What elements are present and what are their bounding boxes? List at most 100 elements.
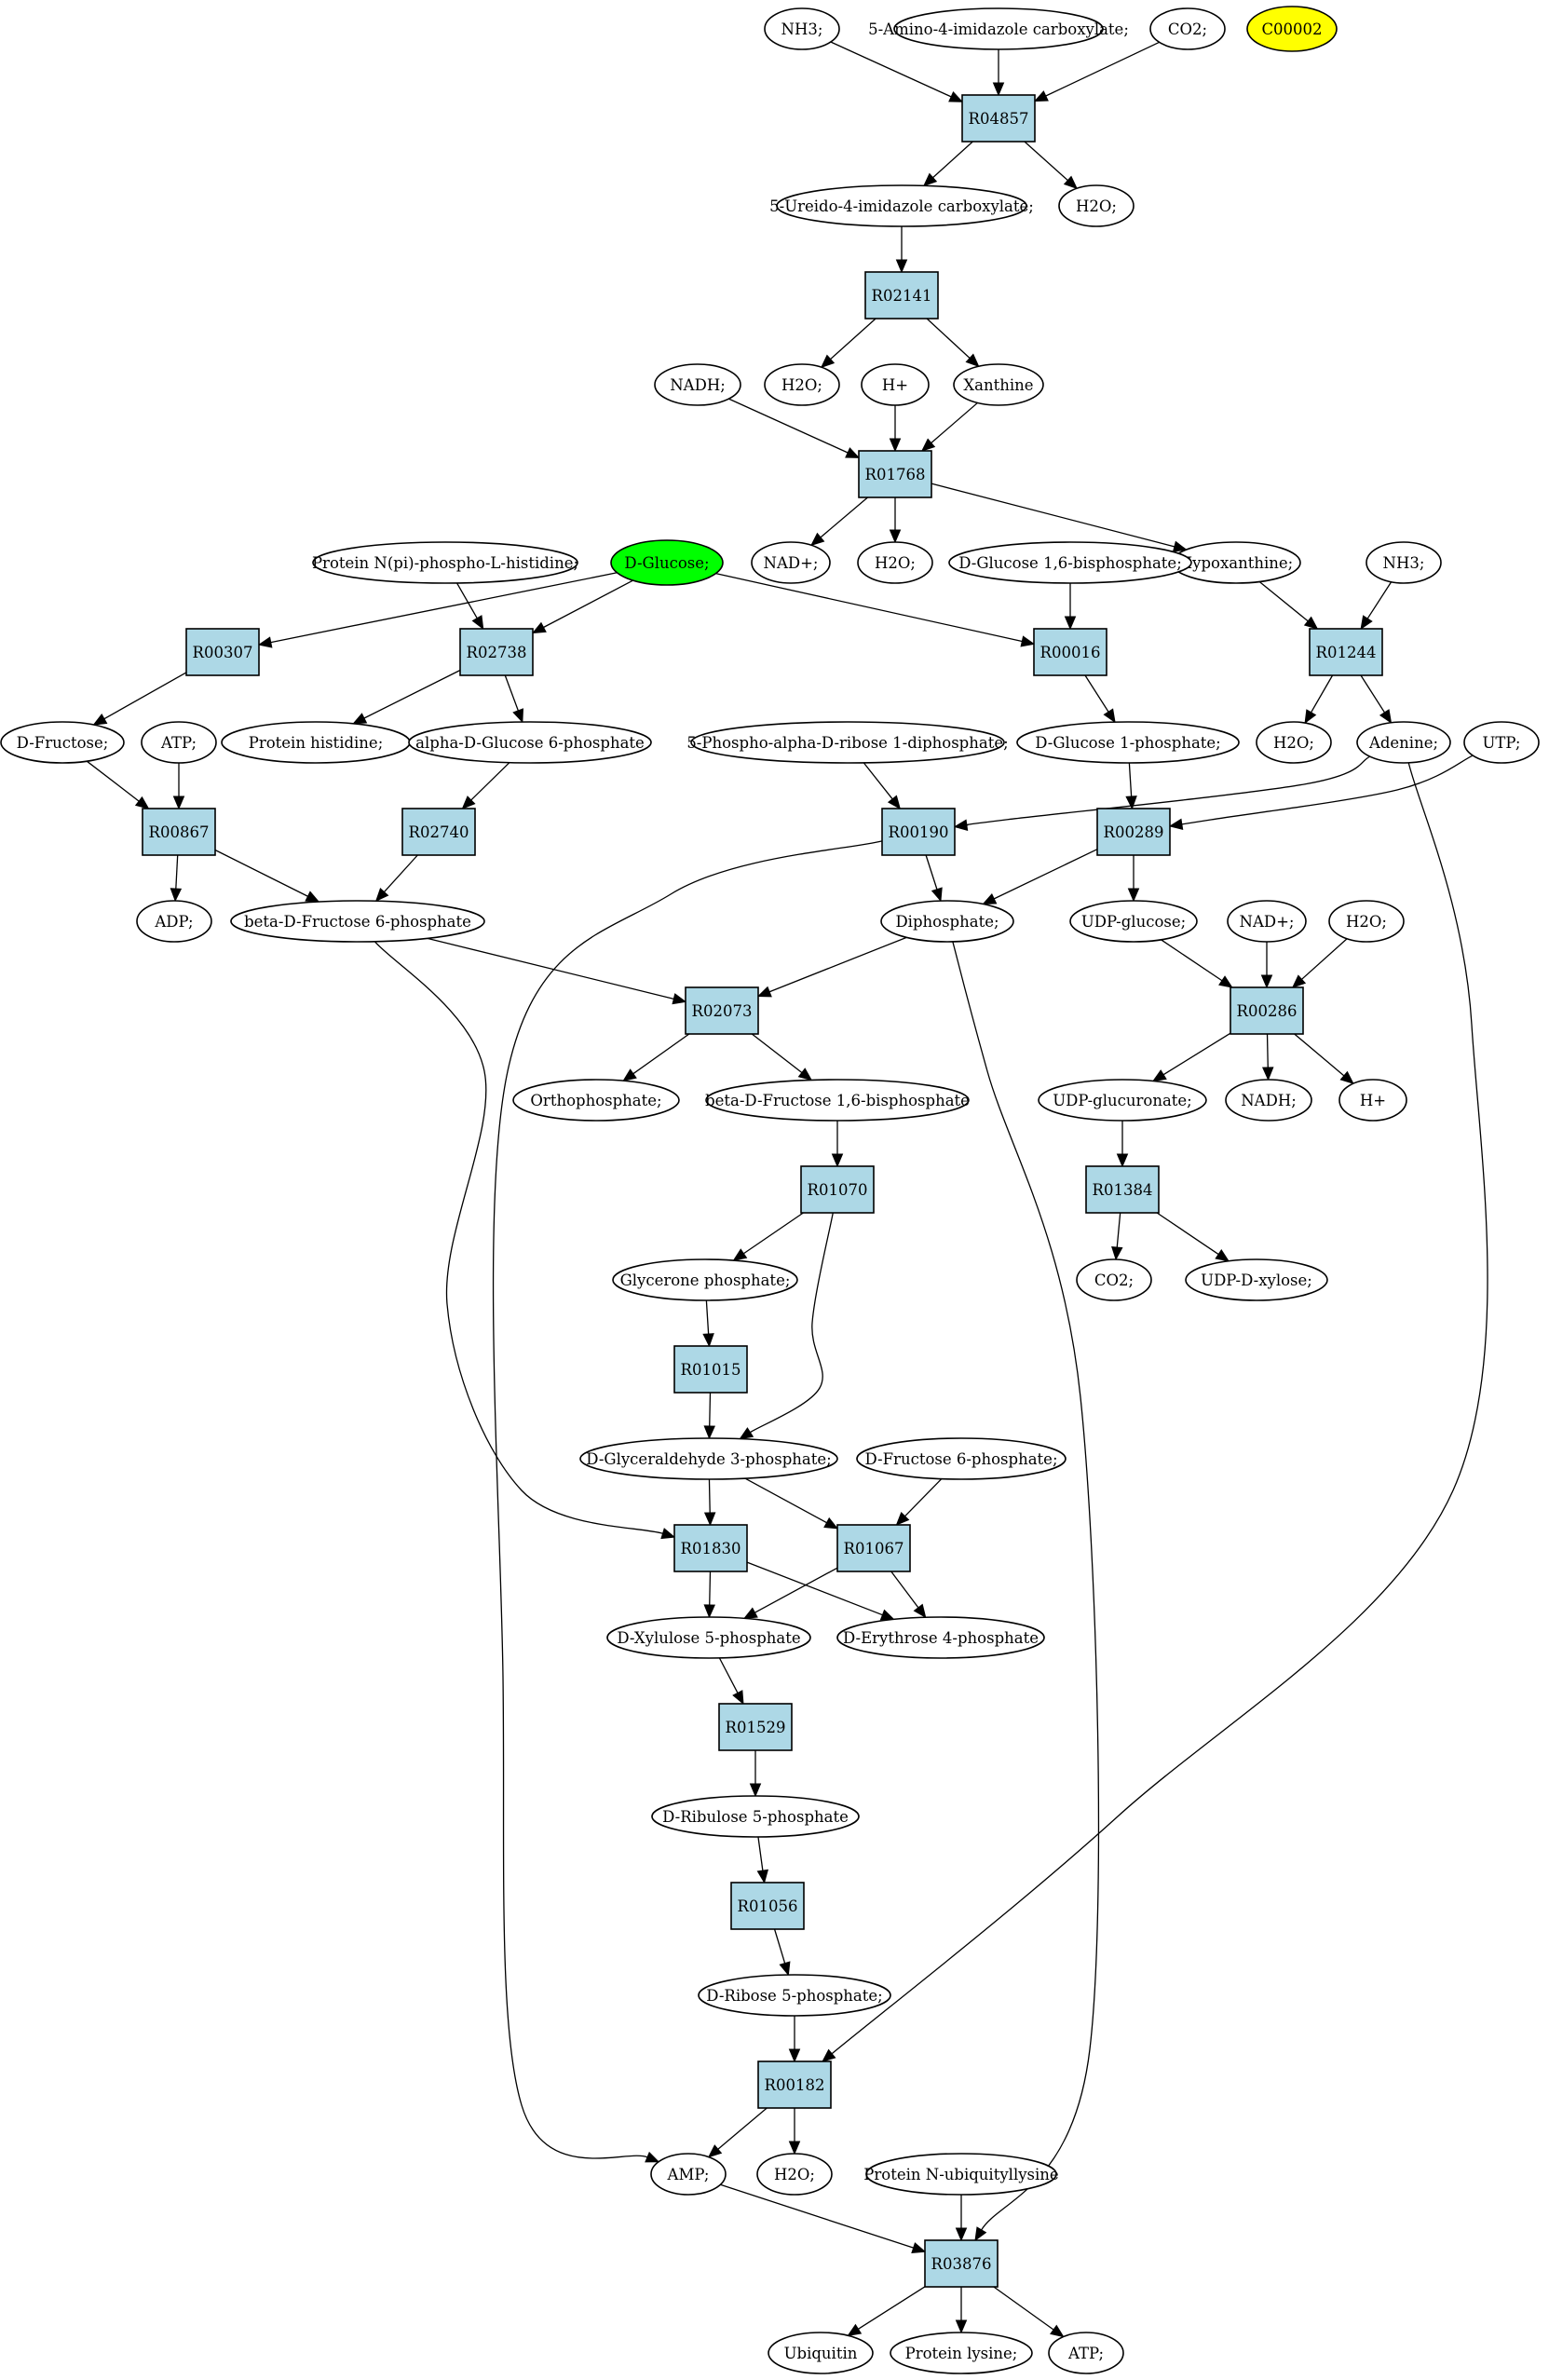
- reaction-node-r01384[interactable]: R01384: [1085, 1165, 1160, 1214]
- compound-node-c-nh3-b[interactable]: NH3;: [1366, 541, 1442, 584]
- compound-node-c-bdf16bp[interactable]: beta-D-Fructose 1,6-bisphosphate: [705, 1079, 970, 1122]
- compound-node-c-diphosphate[interactable]: Diphosphate;: [880, 900, 1014, 943]
- edge-line: [1156, 1212, 1219, 1256]
- compound-node-c-adg6p[interactable]: alpha-D-Glucose 6-phosphate: [408, 721, 652, 764]
- reaction-node-r01529[interactable]: R01529: [718, 1703, 793, 1751]
- compound-node-c-dfructose[interactable]: D-Fructose;: [0, 721, 125, 764]
- compound-node-c-protein-ubq[interactable]: Protein N-ubiquityllysine: [863, 2153, 1059, 2196]
- compound-ellipse: [1058, 184, 1135, 227]
- node-label: D-Erythrose 4-phosphate: [843, 1629, 1039, 1647]
- reaction-node-r01830[interactable]: R01830: [673, 1524, 748, 1572]
- edge-c_xanthine-to-r01768: [920, 401, 978, 452]
- reaction-node-r01015[interactable]: R01015: [673, 1345, 748, 1394]
- compound-node-c-erythrose[interactable]: D-Erythrose 4-phosphate: [836, 1616, 1045, 1659]
- node-label: beta-D-Fructose 6-phosphate: [244, 913, 471, 931]
- reaction-node-r01070[interactable]: R01070: [800, 1165, 875, 1214]
- reaction-node-r00016[interactable]: R00016: [1033, 628, 1107, 676]
- compound-node-c-ureido[interactable]: 5-Ureido-4-imidazole carboxylate;: [769, 184, 1034, 227]
- compound-node-c-glycerone[interactable]: Glycerone phosphate;: [612, 1258, 798, 1301]
- compound-node-c-nadplus-a[interactable]: NAD+;: [751, 541, 831, 584]
- edge-r00289-to-c_diphosphate: [982, 849, 1098, 905]
- compound-node-c-hplus-a[interactable]: H+: [861, 363, 930, 406]
- edge-c_dg1p-to-r00289: [1125, 762, 1137, 810]
- edge-line: [720, 2183, 914, 2249]
- compound-node-c-co2-b[interactable]: CO2;: [1076, 1258, 1152, 1301]
- compound-node-c-h2o-a[interactable]: H2O;: [1058, 184, 1135, 227]
- compound-node-c-hplus-b[interactable]: H+: [1338, 1079, 1407, 1122]
- edge-line: [504, 674, 519, 712]
- edge-line: [830, 41, 952, 98]
- compound-node-c-nadh-a[interactable]: NADH;: [654, 363, 741, 406]
- compound-node-c-udpglucuronate[interactable]: UDP-glucuronate;: [1038, 1079, 1207, 1122]
- compound-node-c-utp[interactable]: UTP;: [1463, 721, 1540, 764]
- reaction-node-r00867[interactable]: R00867: [142, 808, 216, 856]
- arrowhead-icon: [831, 1153, 844, 1168]
- compound-node-c-ribulose[interactable]: D-Ribulose 5-phosphate: [651, 1795, 860, 1838]
- compound-node-c-bdf6p[interactable]: beta-D-Fructose 6-phosphate: [230, 900, 485, 943]
- compound-node-c-protein-lys[interactable]: Protein lysine;: [890, 2332, 1033, 2374]
- arrowhead-icon: [931, 887, 943, 903]
- compound-node-c-udpxylose[interactable]: UDP-D-xylose;: [1185, 1258, 1328, 1301]
- reaction-node-r01768[interactable]: R01768: [858, 450, 932, 498]
- reaction-box: [864, 271, 939, 320]
- edge-line: [705, 1299, 710, 1335]
- edge-c_glycerone-to-r01015: [702, 1299, 714, 1348]
- compound-node-c-xanthine[interactable]: Xanthine: [953, 363, 1044, 406]
- compound-node-c-prpp[interactable]: 5-Phospho-alpha-D-ribose 1-diphosphate;: [686, 721, 1009, 764]
- reaction-node-r02141[interactable]: R02141: [864, 271, 939, 320]
- compound-node-c-amp[interactable]: AMP;: [650, 2153, 727, 2196]
- node-label: Glycerone phosphate;: [620, 1272, 791, 1289]
- compound-node-c-adenine[interactable]: Adenine;: [1356, 721, 1451, 764]
- edge-line: [890, 1571, 919, 1609]
- compound-node-c-g3p[interactable]: D-Glyceraldehyde 3-phosphate;: [579, 1437, 838, 1480]
- compound-node-c-orthophosphate[interactable]: Orthophosphate;: [512, 1079, 680, 1122]
- reaction-node-r00190[interactable]: R00190: [881, 808, 956, 856]
- reaction-node-r00286[interactable]: R00286: [1230, 986, 1304, 1035]
- compound-node-c-protein-his[interactable]: Protein histidine;: [221, 721, 411, 764]
- reaction-node-r02740[interactable]: R02740: [401, 808, 476, 856]
- compound-node-c-nh3-a[interactable]: NH3;: [764, 7, 840, 50]
- compound-node-c-co2-a[interactable]: CO2;: [1149, 7, 1226, 50]
- compound-node-c-dglucose[interactable]: D-Glucose;: [610, 539, 724, 586]
- compound-node-c-xylulose[interactable]: D-Xylulose 5-phosphate: [606, 1616, 811, 1659]
- compound-node-c-protein-nphis[interactable]: Protein N(pi)-phospho-L-histidine;: [312, 541, 578, 584]
- compound-node-c-atp-a[interactable]: ATP;: [141, 721, 217, 764]
- reaction-box: [1309, 628, 1383, 676]
- reaction-node-r01244[interactable]: R01244: [1309, 628, 1383, 676]
- compound-node-c-nadh-b[interactable]: NADH;: [1225, 1079, 1312, 1122]
- compound-node-c-ribose[interactable]: D-Ribose 5-phosphate;: [698, 1974, 891, 2017]
- compound-node-c-ubiquitin[interactable]: Ubiquitin: [768, 2332, 874, 2374]
- compound-node-c-h2o-b[interactable]: H2O;: [764, 363, 840, 406]
- reaction-node-r01056[interactable]: R01056: [730, 1882, 805, 1930]
- node-label: 5-Ureido-4-imidazole carboxylate;: [769, 197, 1034, 215]
- compound-node-c-h2o-f[interactable]: H2O;: [756, 2153, 833, 2196]
- compound-node-c-atp-b[interactable]: ATP;: [1048, 2332, 1124, 2374]
- reaction-node-r00182[interactable]: R00182: [757, 2060, 832, 2109]
- reaction-node-r03876[interactable]: R03876: [924, 2239, 999, 2288]
- compound-node-c-adp[interactable]: ADP;: [136, 900, 212, 943]
- compound-ellipse: [764, 7, 840, 50]
- compound-ellipse: [1076, 1258, 1152, 1301]
- arrowhead-icon: [887, 795, 902, 810]
- reaction-node-r04857[interactable]: R04857: [961, 94, 1036, 143]
- compound-node-c-c00002[interactable]: C00002: [1246, 6, 1338, 52]
- compound-node-c-udpglucose[interactable]: UDP-glucose;: [1069, 900, 1198, 943]
- reaction-node-r02073[interactable]: R02073: [685, 986, 759, 1035]
- reaction-node-r01067[interactable]: R01067: [836, 1524, 911, 1572]
- compound-node-c-aic[interactable]: 5-Amino-4-imidazole carboxylate;: [868, 7, 1129, 50]
- reaction-node-r02738[interactable]: R02738: [459, 628, 534, 676]
- arrowhead-icon: [1304, 709, 1317, 725]
- edge-line: [932, 141, 973, 179]
- compound-node-c-h2o-e[interactable]: H2O;: [1328, 900, 1405, 943]
- compound-node-c-nadplus-b[interactable]: NAD+;: [1227, 900, 1307, 943]
- compound-node-c-df6p[interactable]: D-Fructose 6-phosphate;: [856, 1437, 1067, 1480]
- reaction-node-r00289[interactable]: R00289: [1096, 808, 1171, 856]
- compound-node-c-dg1p[interactable]: D-Glucose 1-phosphate;: [1016, 721, 1240, 764]
- compound-node-c-h2o-c[interactable]: H2O;: [857, 541, 933, 584]
- compound-node-c-dg16bp[interactable]: D-Glucose 1,6-bisphosphate;: [948, 541, 1192, 584]
- node-label: Hypoxanthine;: [1179, 554, 1293, 572]
- compound-ellipse: [890, 2332, 1033, 2374]
- compound-node-c-h2o-d[interactable]: H2O;: [1256, 721, 1332, 764]
- edge-r01067-to-c_erythrose: [890, 1571, 927, 1619]
- reaction-node-r00307[interactable]: R00307: [185, 628, 260, 676]
